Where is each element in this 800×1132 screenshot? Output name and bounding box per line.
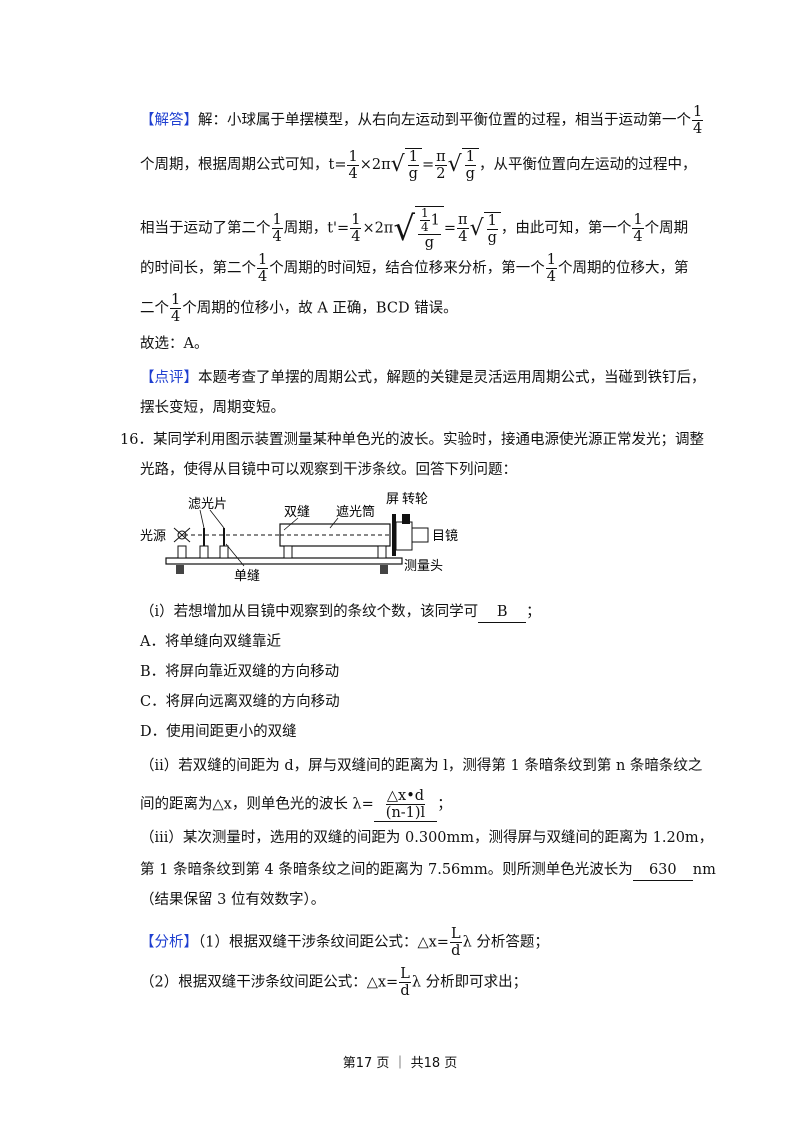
sub-question-iii-line-3: （结果保留 3 位有效数字）。 bbox=[140, 892, 326, 908]
sub-question-iii-line-1: （iii）某次测量时，选用的双缝的间距为 0.300mm，测得屏与双缝间的距离为… bbox=[140, 830, 714, 846]
question-16-line-1: 16．某同学利用图示装置测量某种单色光的波长。实验时，接通电源使光源正常发光；调… bbox=[120, 432, 704, 448]
label-measure-head: 测量头 bbox=[404, 559, 443, 574]
lamp-icon bbox=[173, 527, 191, 559]
question-16-line-2: 光路，使得从目镜中可以观察到干涉条纹。回答下列问题： bbox=[140, 462, 517, 478]
label-light-source: 光源 bbox=[140, 529, 166, 544]
page-footer: 第17 页 ｜ 共18 页 bbox=[342, 1056, 458, 1071]
comment-line-2: 摆长变短，周期变短。 bbox=[140, 400, 285, 416]
measuring-head bbox=[395, 521, 413, 551]
rail-foot-left bbox=[176, 565, 184, 574]
answer-blank-ii: △x•d(n-1)l bbox=[373, 788, 438, 822]
answer-blank-iii: 630 bbox=[632, 860, 693, 881]
answer-blank-i: B bbox=[478, 602, 527, 623]
label-single-slit: 单缝 bbox=[234, 569, 260, 584]
label-screen: 屏 bbox=[386, 492, 399, 507]
tube-stand-right bbox=[377, 545, 387, 559]
label-wheel: 转轮 bbox=[402, 492, 428, 507]
analysis-tag: 【分析】 bbox=[140, 934, 198, 951]
label-tube: 遮光筒 bbox=[336, 504, 375, 520]
option-b: B．将屏向靠近双缝的方向移动 bbox=[140, 664, 340, 680]
experiment-diagram: 光源 滤光片 双缝 遮光筒 屏 转轮 目镜 单缝 测量头 bbox=[140, 492, 458, 584]
sub-question-ii-line-2: 间的距离为△x，则单色光的波长 λ=△x•d(n-1)l； bbox=[140, 788, 452, 822]
filter-holder bbox=[199, 528, 209, 559]
label-filter: 滤光片 bbox=[188, 497, 227, 512]
rail-foot-right bbox=[380, 565, 388, 574]
rail bbox=[165, 557, 403, 565]
option-c: C．将屏向远离双缝的方向移动 bbox=[140, 694, 340, 710]
option-a: A．将单缝向双缝靠近 bbox=[140, 634, 281, 650]
screen-plate bbox=[392, 514, 396, 556]
comment-tag: 【点评】 bbox=[140, 370, 198, 386]
label-double-slit: 双缝 bbox=[284, 505, 310, 520]
single-slit-holder bbox=[219, 528, 229, 559]
tube-stand-left bbox=[283, 545, 293, 559]
sub-question-ii-line-1: （ii）若双缝的间距为 d，屏与双缝间的距离为 l，测得第 1 条暗条纹到第 n… bbox=[140, 758, 703, 774]
eyepiece bbox=[411, 527, 429, 543]
answer-choice: 故选：A。 bbox=[140, 336, 209, 352]
label-eyepiece: 目镜 bbox=[432, 529, 458, 544]
answer-tag: 【解答】 bbox=[140, 112, 198, 129]
option-d: D．使用间距更小的双缝 bbox=[140, 724, 297, 740]
wheel bbox=[402, 514, 410, 524]
sub-question-iii-line-2: 第 1 条暗条纹到第 4 条暗条纹之间的距离为 7.56mm。则所测单色光波长为… bbox=[140, 860, 716, 881]
comment-line-1: 【点评】本题考查了单摆的周期公式，解题的关键是灵活运用周期公式，当碰到铁钉后， bbox=[140, 370, 706, 386]
